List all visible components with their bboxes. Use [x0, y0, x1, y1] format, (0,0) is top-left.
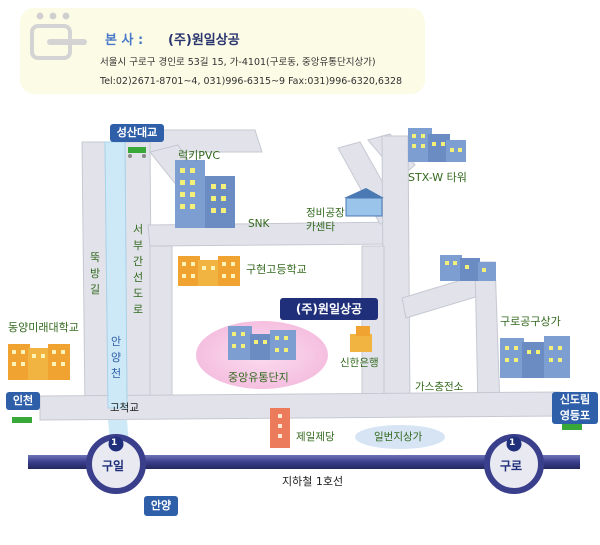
- sign-sindorim: [562, 424, 582, 430]
- main-road-east: [381, 135, 411, 409]
- station-guil[interactable]: [86, 434, 146, 494]
- tag-seongsan-bridge: 성산대교: [110, 124, 164, 142]
- vchar: 부: [132, 238, 144, 252]
- label-ilbeon: 일번지상가: [374, 431, 423, 443]
- anyangcheon-river: [104, 141, 128, 409]
- vchar: 방: [89, 266, 101, 280]
- ilbeon-arcade-marker: [355, 425, 445, 449]
- label-gas-station: 가스충전소: [415, 381, 464, 393]
- label-jeil: 제일제당: [296, 431, 335, 443]
- vchar: 뚝: [89, 251, 101, 264]
- building-icon-jeil: [270, 408, 290, 448]
- tag-sindorim-line2: 영등포: [559, 409, 591, 422]
- vchar: 간: [132, 254, 144, 268]
- company-marker[interactable]: (주)원일상공: [280, 298, 378, 320]
- vchar: 길: [89, 282, 101, 296]
- company-name: (주)원일상공: [168, 33, 240, 48]
- label-snk: SNK: [248, 218, 270, 230]
- station-guil-number: 1: [111, 438, 118, 448]
- label-repair-2: 카센타: [306, 221, 335, 233]
- car-icon: [30, 12, 87, 60]
- label-stx-w: STX-W 타워: [408, 171, 467, 184]
- station-guro-number: 1: [509, 438, 516, 448]
- label-ttukbang-road: 뚝 방 길: [86, 250, 104, 298]
- bank-icon-shinhan: [350, 326, 372, 352]
- vchar: 안: [110, 335, 122, 348]
- label-guhyeon: 구현고등학교: [246, 263, 307, 276]
- school-icon-guhyeon: [178, 256, 240, 286]
- station-guro[interactable]: [484, 434, 544, 494]
- road-east-2: [474, 261, 501, 409]
- building-icon-complex: [228, 326, 296, 360]
- school-icon-dongyang: [8, 344, 70, 380]
- label-complex: 중앙유통단지: [228, 371, 289, 384]
- tag-incheon: 인천: [6, 392, 40, 410]
- vchar: 로: [132, 302, 144, 316]
- address-text: 서울시 구로구 경인로 53길 15, 가-4101(구로동, 중앙유통단지상가…: [100, 57, 376, 68]
- building-icon-arcade: [500, 336, 570, 378]
- sign-incheon: [12, 417, 32, 423]
- station-guil-name: 구일: [102, 459, 125, 473]
- header-box: [20, 8, 425, 94]
- vchar: 선: [132, 270, 144, 284]
- contact-text: Tel:02)2671-8701~4, 031)996-6315~9 Fax:0…: [100, 76, 403, 87]
- subway-line-1: [28, 455, 580, 469]
- label-lucky-pvc: 럭키PVC: [178, 149, 221, 162]
- label-guro-arcade: 구로공구상가: [500, 315, 561, 328]
- roads: [39, 129, 561, 421]
- label-shinhan: 신한은행: [340, 357, 379, 369]
- vchar: 천: [110, 366, 122, 380]
- label-gocheok: 고척교: [110, 402, 139, 414]
- vchar: 서: [132, 223, 144, 236]
- office-label: 본 사 :: [105, 33, 144, 48]
- label-repair-1: 정비공장: [306, 207, 345, 219]
- vchar: 도: [132, 286, 144, 300]
- station-guro-name: 구로: [500, 459, 523, 473]
- repair-shop-icon: [344, 188, 384, 217]
- building-icon-stx: [408, 128, 466, 162]
- road-inner-w: [149, 245, 173, 397]
- label-anyangcheon: 안 양 천: [107, 334, 125, 382]
- vchar: 양: [110, 350, 122, 364]
- building-icon-east: [440, 255, 496, 281]
- tag-sindorim: 신도림 영등포: [552, 392, 598, 424]
- tag-anyang: 안양: [144, 496, 178, 516]
- sign-seongsan: [128, 147, 146, 158]
- road-inner-e: [361, 245, 385, 395]
- tag-sindorim-line1: 신도림: [559, 393, 591, 406]
- label-seobu-road: 서 부 간 선 도 로: [128, 222, 148, 318]
- label-subway-line: 지하철 1호선: [282, 475, 344, 488]
- label-dongyang: 동양미래대학교: [8, 321, 79, 334]
- building-icon-lucky: [175, 160, 235, 228]
